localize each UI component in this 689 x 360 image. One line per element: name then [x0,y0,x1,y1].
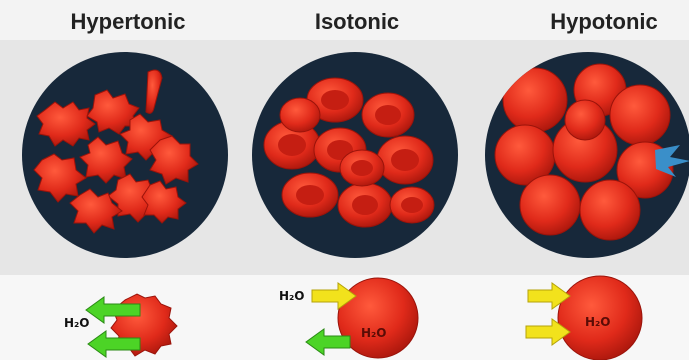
isotonic-osmosis-illustration [306,278,418,358]
swollen-cell [520,175,580,235]
isotonic-panel [252,52,458,258]
water-label-isotonic-out: H₂O [361,326,387,340]
normal-cell [282,173,338,217]
water-label-isotonic-in: H₂O [279,289,305,303]
normal-cell [338,183,392,227]
normal-cell [280,98,320,132]
water-label-hypotonic: H₂O [585,315,611,329]
hypertonic-osmosis-illustration [86,294,177,357]
swollen-cell [565,100,605,140]
swollen-cell [580,180,640,240]
normal-cell [390,187,434,223]
hypotonic-panel [485,52,689,258]
swollen-cell [503,68,567,132]
hypertonic-panel [22,52,228,258]
water-label-hypertonic: H₂O [64,316,90,330]
normal-cell [377,136,433,184]
normal-cell [340,150,384,186]
swollen-cell [610,85,670,145]
hypotonic-osmosis-illustration [526,276,642,360]
normal-cell [362,93,414,137]
